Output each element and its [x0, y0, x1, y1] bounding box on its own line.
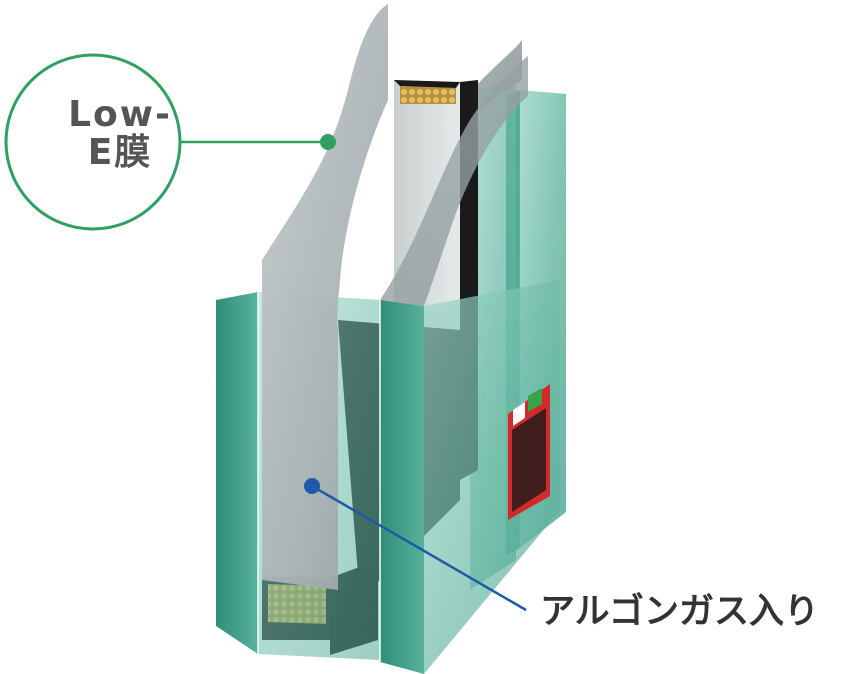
argon-marker-dot	[304, 478, 320, 494]
low-e-callout-circle	[4, 53, 182, 231]
low-e-marker-dot	[320, 134, 336, 150]
low-e-film	[262, 4, 388, 590]
outer-glass-pane	[380, 56, 560, 674]
argon-leader-line	[311, 484, 527, 612]
argon-callout	[304, 478, 527, 612]
low-e-label-line2: E膜	[87, 132, 153, 173]
quality-label-sticker	[508, 384, 550, 520]
low-e-label-line1: Low-	[68, 94, 172, 135]
low-e-callout	[4, 53, 336, 231]
low-e-label: Low- E膜	[60, 96, 180, 172]
argon-gas-label: アルゴンガス入り	[540, 592, 819, 632]
